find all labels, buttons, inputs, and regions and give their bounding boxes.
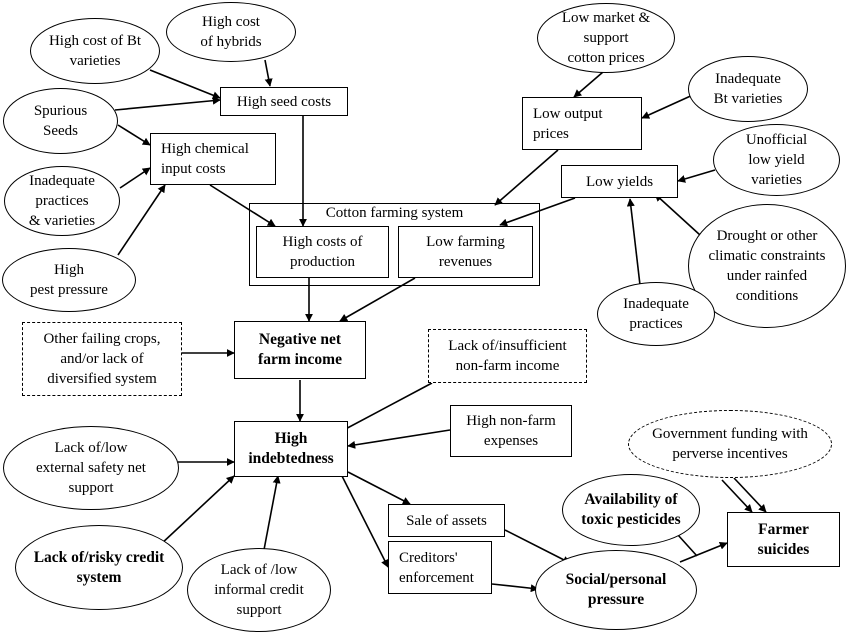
line-toxic-to-suicides [677,534,698,557]
high-chemical-input-costs: High chemical input costs [150,133,276,185]
lack-of-insufficient-non-farm-income: Lack of/insufficient non-farm income [428,329,587,383]
other-failing-crops: Other failing crops, and/or lack of dive… [22,322,182,396]
arrow-chemical-to-production [209,184,276,227]
cotton-farming-system-title: Cotton farming system [325,205,464,221]
arrow-output-to-revenues [494,149,559,206]
availability-of-toxic-pesticides: Availability of toxic pesticides [562,474,700,546]
arrow-govt-to-suicides-a [721,479,753,513]
inadequate-bt-varieties: Inadequate Bt varieties [688,56,808,122]
arrow-drought-to-yields [654,193,701,236]
arrow-credit-to-indebtedness [159,475,235,546]
unofficial-low-yield-varieties: Unofficial low yield varieties [713,124,840,196]
drought-or-climatic-constraints: Drought or other climatic constraints un… [688,204,846,328]
inadequate-practices: Inadequate practices [597,282,715,346]
arrow-social-to-suicides [679,541,728,563]
government-funding-with-perverse-incentives: Government funding with perverse incenti… [628,410,832,478]
arrow-nonfarmincome-to-indebtedness [337,382,433,434]
lack-of-low-informal-credit-support: Lack of /low informal credit support [187,548,331,632]
low-yields: Low yields [561,165,678,198]
arrow-bt-to-seed [149,69,221,100]
arrow-yields-to-revenues [499,197,576,227]
arrow-hybrids-to-seed [264,59,273,87]
arrow-spurious-to-chemical [117,124,151,146]
inadequate-practices-and-varieties: Inadequate practices & varieties [4,166,120,236]
arrow-unofficial-to-yields [677,169,716,183]
cotton-farming-system-group [249,203,540,286]
spurious-seeds: Spurious Seeds [3,88,118,154]
lack-of-risky-credit-system: Lack of/risky credit system [15,525,183,610]
arrow-govt-to-suicides-b [733,477,767,513]
arrow-inpractices-to-yields [626,198,641,286]
arrow-informal-to-indebtedness [262,475,281,556]
lack-of-low-external-safety-net-support: Lack of/low external safety net support [3,426,179,510]
arrow-sale-to-social [504,529,571,564]
arrow-indebtedness-to-creditors [341,475,389,568]
high-indebtedness: High indebtedness [234,421,348,477]
arrow-pest-to-chemical [117,184,166,256]
creditors-enforcement: Creditors' enforcement [388,541,492,594]
arrow-practices-to-chemical [119,167,151,189]
low-output-prices: Low output prices [522,97,642,150]
farmer-suicides: Farmer suicides [727,512,840,567]
sale-of-assets: Sale of assets [388,504,505,537]
high-pest-pressure: High pest pressure [2,248,136,312]
arrow-indebtedness-to-sale [347,471,411,505]
low-market-and-support-cotton-prices: Low market & support cotton prices [537,3,675,73]
arrow-creditors-to-social [491,583,539,593]
low-farming-revenues: Low farming revenues [398,226,533,278]
high-costs-of-production: High costs of production [256,226,389,278]
social-personal-pressure: Social/personal pressure [535,550,697,630]
high-cost-of-bt-varieties: High cost of Bt varieties [30,18,160,84]
arrow-spurious-to-seed [114,96,221,111]
arrow-nonfarmexp-to-indebtedness [347,429,451,449]
negative-net-farm-income: Negative net farm income [234,321,366,379]
high-seed-costs: High seed costs [220,87,348,116]
high-non-farm-expenses: High non-farm expenses [450,405,572,457]
arrow-btvar-to-output [641,93,696,119]
arrow-market-to-output [573,71,604,98]
high-cost-of-hybrids: High cost of hybrids [166,2,296,62]
